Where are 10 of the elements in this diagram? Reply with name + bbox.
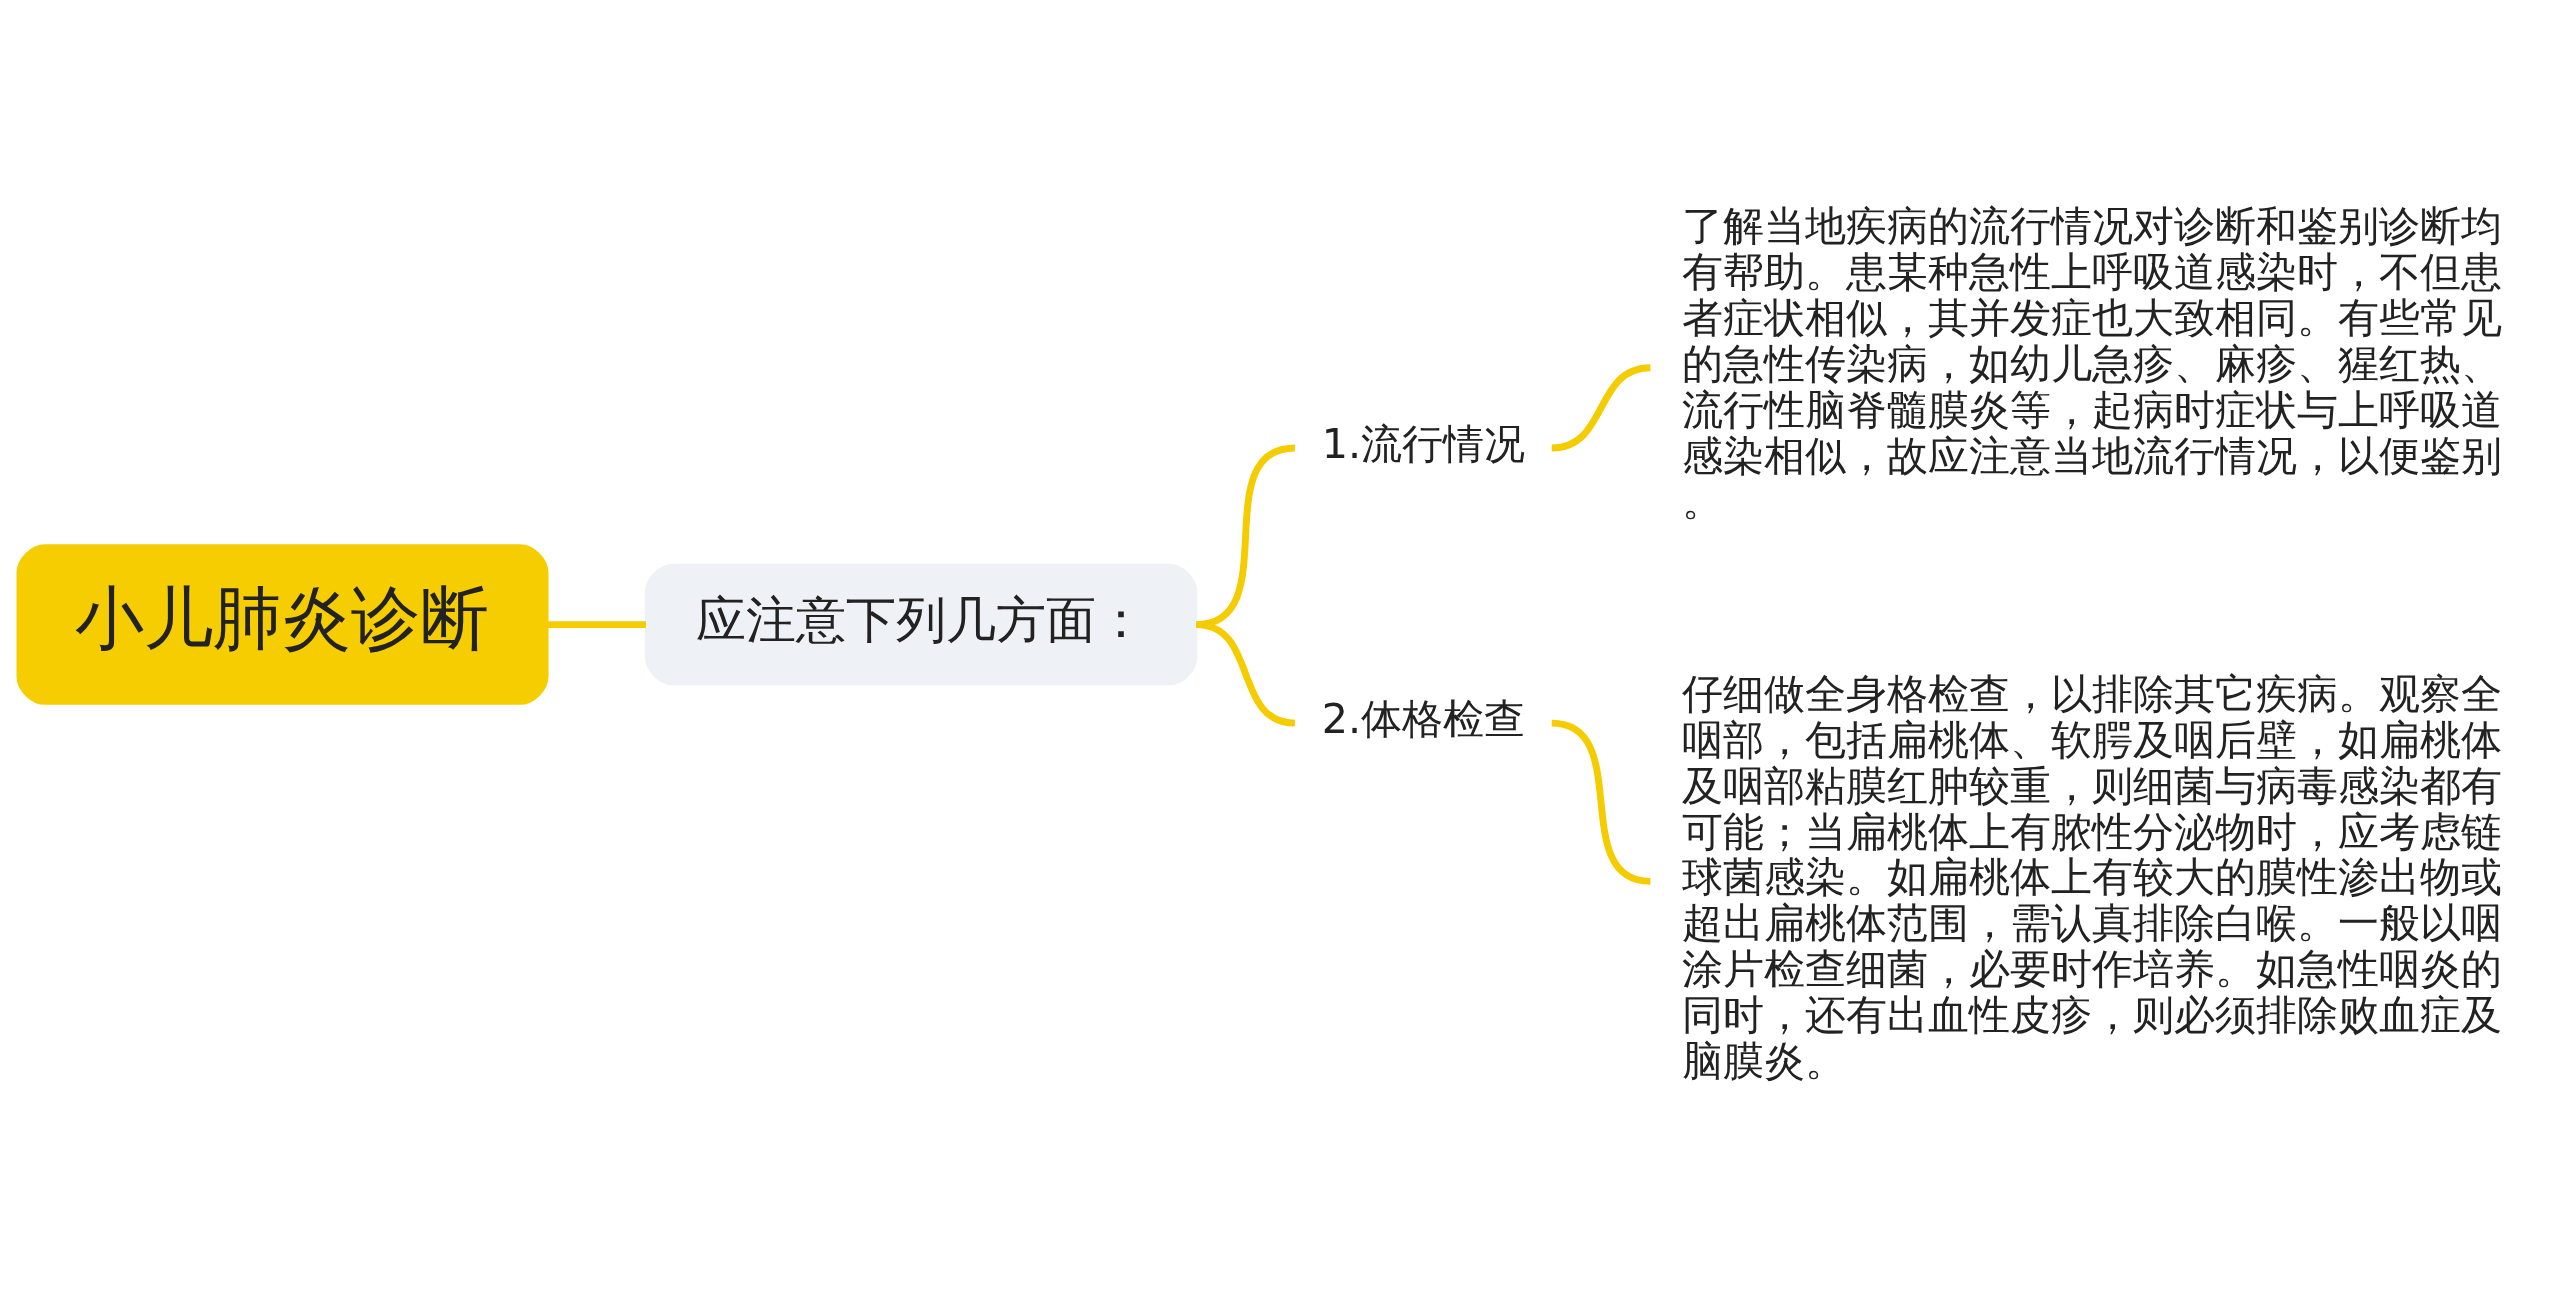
node-text: 仔细做全身格检查，以排除其它疾病。观察全咽部，包括扁桃体、软腭及咽后壁，如扁桃体及咽部粘膜红肿较重，则细菌与病毒感染都有可能；当扁桃体上有脓性分泌物时，应考虑链球菌感染。如扁桃体上有较大的膜性渗出物或超出扁桃体范围，需认真排除白喉。一般以咽涂片检查细菌，必要时作培养。如急性咽炎的同时，还有出血性皮疹，则必须排除败血症及脑膜炎。 xyxy=(1682,670,2503,1085)
node-box: 应注意下列几方面： xyxy=(644,563,1198,686)
connector xyxy=(1551,719,1651,885)
node-text: 1.流行情况 xyxy=(1321,420,1526,469)
connector xyxy=(547,621,646,628)
node-text: 2.体格检查 xyxy=(1321,695,1526,744)
connector xyxy=(1195,621,1296,727)
node-box: 小儿肺炎诊断 xyxy=(16,544,549,705)
connector xyxy=(1551,364,1651,452)
node-text: 了解当地疾病的流行情况对诊断和鉴别诊断均有帮助。患某种急性上呼吸道感染时，不但患者症状相似，其并发症也大致相同。有些常见的急性传染病，如幼儿急疹、麻疹、猩红热、流行性脑脊髓膜炎等，起病时症状与上呼吸道感染相似，故应注意当地流行情况，以便鉴别。 xyxy=(1682,202,2503,526)
